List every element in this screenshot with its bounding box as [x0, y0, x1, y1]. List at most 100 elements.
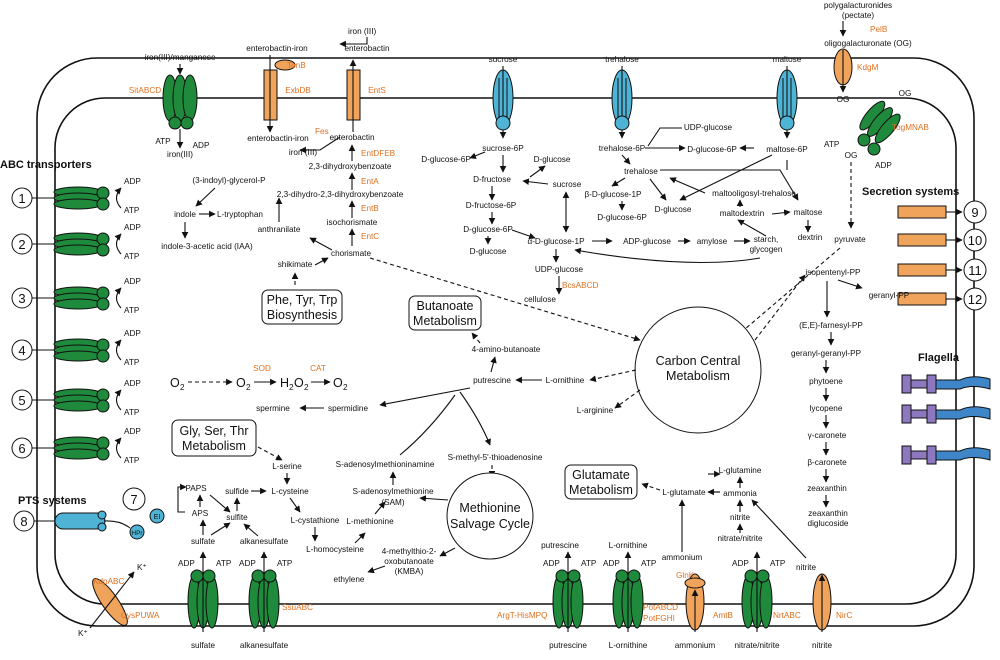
- bottom-transporter-nbd: [555, 569, 569, 583]
- bottom-atp: ATP: [770, 559, 786, 568]
- outer-membrane: [36, 57, 975, 627]
- pts-subunit: [97, 522, 107, 532]
- fes-label: Fes: [315, 127, 329, 136]
- nirc-label: NirC: [836, 611, 852, 620]
- bottom-transporter-subunit: [759, 575, 773, 629]
- s-adenosylmethioninamine: S-adenosylmethioninamine: [336, 460, 435, 469]
- sulfite: sulfite: [226, 513, 248, 522]
- aps: APS: [192, 509, 209, 518]
- abc-atp: ATP: [124, 206, 140, 215]
- abc-adp: ADP: [124, 427, 141, 436]
- udp-glucose-b: UDP-glucose: [535, 265, 584, 274]
- abc-subunit: [53, 400, 103, 412]
- phytoene: phytoene: [809, 377, 843, 386]
- abc-atp-arrow: [114, 437, 122, 459]
- trehalose-subunit: [614, 115, 630, 131]
- l-methionine: L-methionine: [346, 517, 394, 526]
- kmba-ethylene-arrow: [367, 565, 386, 574]
- abc-atp-arrow: [114, 187, 122, 209]
- og-out: oligogalacturonate (OG): [824, 39, 912, 48]
- abc-nbd: [96, 232, 110, 246]
- h2o2-h: H: [280, 376, 289, 390]
- o2-b: O: [236, 376, 246, 390]
- cyspuwa-label: CysPUWA: [121, 611, 160, 620]
- abc-atp-arrow: [114, 389, 122, 411]
- geranyl-geranyl-pp: geranyl-geranyl-PP: [791, 349, 862, 358]
- sulfide: sulfide: [225, 487, 249, 496]
- glutamate-box: [564, 464, 638, 500]
- pts-heading: PTS systems: [18, 495, 86, 507]
- enterobactin-iron-out: enterobactin-iron: [246, 44, 308, 53]
- togmnab-transporter: [859, 100, 901, 144]
- secretion-number-circle: [963, 200, 987, 224]
- bottom-adp: ADP: [732, 559, 749, 568]
- exbdb-label: ExbDB: [285, 86, 311, 95]
- ei-protein: [149, 508, 165, 524]
- maltose-label: maltose: [773, 55, 802, 64]
- abc-subunit: [53, 244, 103, 256]
- abc-nbd: [96, 243, 110, 257]
- gly-serine-arrow: [257, 446, 283, 461]
- abc-atp-arrow: [114, 287, 122, 309]
- igp-indole-arrow: [195, 187, 216, 207]
- sitabcd-substrate-out: iron(III)/manganese: [145, 53, 216, 62]
- abc-number: 1: [18, 191, 25, 206]
- trehalose-6p: trehalose-6P: [599, 144, 646, 153]
- bottom-substrate-out: L-ornithine: [609, 641, 648, 650]
- fes-arrow: [299, 136, 341, 154]
- tre-bglc-arrow: [611, 177, 626, 187]
- ornithine-in: L-ornithine: [609, 541, 648, 550]
- tre-maltose-arrow: [660, 169, 799, 201]
- l-cystathione: L-cystathione: [291, 516, 340, 525]
- kdgm-label: KdgM: [857, 63, 879, 72]
- secretion-system: [897, 233, 947, 247]
- paps-sulfite-arrow: [209, 494, 231, 513]
- sam: S-adenosylmethionine: [352, 487, 433, 496]
- argt-label: ArgT-HisMPQ: [497, 611, 548, 620]
- secretion-number-circle: [963, 228, 987, 252]
- maltose-cyto: maltose: [794, 208, 823, 217]
- hcy-met-arrow: [354, 532, 366, 544]
- pts-extra-circle: [122, 487, 146, 511]
- bottom-atp: ATP: [277, 559, 293, 568]
- isopentenyl-pp: isopentenyl-PP: [805, 268, 861, 277]
- bottom-substrate-out: alkanesulfate: [240, 641, 289, 650]
- d-glucose-b: D-glucose: [470, 247, 507, 256]
- sucrose-cyto: sucrose: [553, 180, 582, 189]
- abc-atp: ATP: [124, 358, 140, 367]
- entb-label: EntB: [361, 204, 379, 213]
- hpr-label: HPr: [131, 530, 143, 537]
- bottom-transporter-nbd: [567, 569, 581, 583]
- flagellum-filament: [935, 406, 991, 420]
- shikimate-arrow: [314, 257, 329, 266]
- abc-subunit: [53, 350, 103, 362]
- secretion-number-circle: [963, 258, 987, 282]
- bottom-adp: ADP: [178, 559, 195, 568]
- cat-label: CAT: [310, 364, 326, 373]
- abc-adp: ADP: [124, 177, 141, 186]
- alpha-glucose-1p: α-D-glucose-1P: [527, 237, 585, 246]
- bottom-transporter-subunit: [630, 575, 644, 629]
- bottom-substrate-out: putrescine: [549, 641, 587, 650]
- iron-out: iron (III): [348, 27, 376, 36]
- methionine-salvage-circle: [446, 472, 534, 560]
- putrescine-in: putrescine: [541, 541, 579, 550]
- alkanesulfate-cyto: alkanesulfate: [240, 537, 289, 546]
- togmnab-label: TogMNAB: [892, 123, 929, 132]
- paps: PAPS: [185, 484, 207, 493]
- shikimate: shikimate: [278, 260, 313, 269]
- bottom-atp: ATP: [581, 559, 597, 568]
- bottom-transporter-subunit: [266, 575, 280, 629]
- h2o2-o-sub: 2: [304, 383, 309, 392]
- nrtabc-label: NrtABC: [773, 611, 801, 620]
- bottom-adp: ADP: [603, 559, 620, 568]
- spermidine: spermidine: [328, 404, 368, 413]
- farnesyl-pp: (E,E)-farnesyl-PP: [799, 321, 863, 330]
- sucrose-fru-arrow: [522, 178, 549, 185]
- sod-label: SOD: [253, 364, 271, 373]
- anthranilate: anthranilate: [258, 225, 301, 234]
- ssuabc-label: SsuABC: [282, 603, 313, 612]
- flagellum-filament: [935, 447, 991, 461]
- abc-nbd: [96, 338, 110, 352]
